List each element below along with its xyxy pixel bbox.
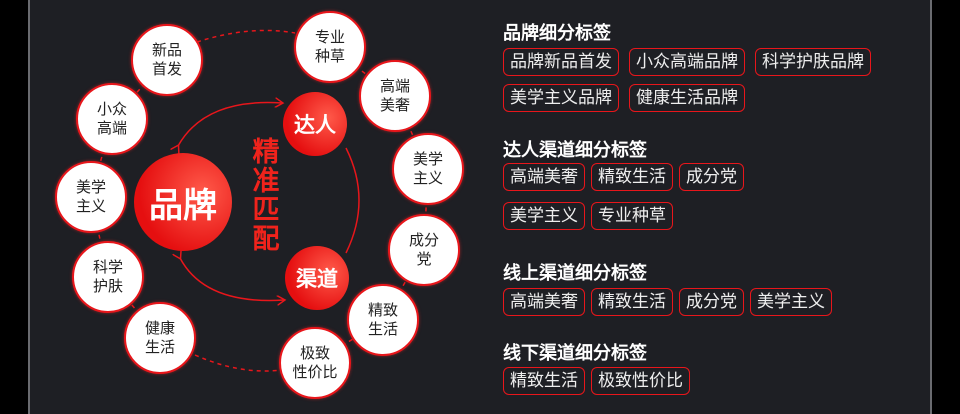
node-line: 护肤 xyxy=(92,277,123,295)
node-line: 专业 xyxy=(314,28,345,46)
tag-row: 美学主义品牌 健康生活品牌 xyxy=(503,84,745,112)
node-line: 精致 xyxy=(367,301,398,319)
tag: 极致性价比 xyxy=(591,367,690,395)
node-line: 首发 xyxy=(151,60,182,78)
node-line: 健康 xyxy=(144,319,175,337)
influencer-hub: 达人 xyxy=(283,92,347,156)
tag: 小众高端品牌 xyxy=(629,48,745,76)
tag: 科学护肤品牌 xyxy=(755,48,871,76)
brand-node-science-skincare: 科学护肤 xyxy=(72,241,144,313)
tag: 品牌新品首发 xyxy=(503,48,619,76)
tag-row: 高端美奢 精致生活 成分党 美学主义 xyxy=(503,288,832,316)
char: 准 xyxy=(252,166,280,197)
tag: 美学主义 xyxy=(503,202,585,230)
arrow-arc-top xyxy=(178,103,282,146)
tag: 精致生活 xyxy=(591,163,673,191)
node-line: 美学 xyxy=(75,178,106,196)
node-line: 高端 xyxy=(379,77,410,95)
char: 配 xyxy=(252,224,280,255)
tag: 高端美奢 xyxy=(503,288,585,316)
section-title-online: 线上渠道细分标签 xyxy=(503,263,647,284)
tag: 美学主义品牌 xyxy=(503,84,619,112)
tag: 专业种草 xyxy=(591,202,673,230)
brand-node-new-launch: 新品首发 xyxy=(131,24,203,96)
brand-node-aesthetics: 美学主义 xyxy=(55,161,127,233)
channel-node-aesthetics: 美学主义 xyxy=(392,133,464,205)
channel-node-pro-seeding: 专业种草 xyxy=(294,11,366,83)
dashed-bottom xyxy=(194,354,283,372)
tag-row: 品牌新品首发 小众高端品牌 科学护肤品牌 xyxy=(503,48,871,76)
node-line: 主义 xyxy=(412,169,443,187)
char: 匹 xyxy=(252,195,280,226)
node-line: 极致 xyxy=(299,344,330,362)
channel-node-ingredients: 成分党 xyxy=(388,214,460,286)
channel-node-refined-living: 精致生活 xyxy=(347,284,419,356)
brand-hub: 品牌 xyxy=(134,153,232,251)
section-title-brand: 品牌细分标签 xyxy=(503,23,611,44)
channel-node-value: 极致性价比 xyxy=(279,327,351,399)
node-line: 生活 xyxy=(367,320,398,338)
node-line: 主义 xyxy=(75,197,106,215)
dashed-top xyxy=(196,29,296,43)
precise-match-label: 精 准 匹 配 xyxy=(252,138,280,254)
channel-hub: 渠道 xyxy=(285,246,349,310)
section-title-offline: 线下渠道细分标签 xyxy=(503,343,647,364)
node-line: 小众 xyxy=(96,100,127,118)
section-title-influencer: 达人渠道细分标签 xyxy=(503,140,647,161)
node-line: 党 xyxy=(416,250,432,268)
tag: 美学主义 xyxy=(750,288,832,316)
node-line: 性价比 xyxy=(292,363,338,381)
tag: 精致生活 xyxy=(503,367,585,395)
tag-row: 美学主义 专业种草 xyxy=(503,202,673,230)
tag: 精致生活 xyxy=(591,288,673,316)
tag: 成分党 xyxy=(679,288,744,316)
tag-row: 高端美奢 精致生活 成分党 xyxy=(503,163,744,191)
arrow-arc-bottom xyxy=(180,258,284,300)
brand-node-healthy-living: 健康生活 xyxy=(124,302,196,374)
tag: 成分党 xyxy=(679,163,744,191)
tag: 健康生活品牌 xyxy=(629,84,745,112)
char: 精 xyxy=(252,137,280,168)
node-line: 新品 xyxy=(151,41,182,59)
tag-row: 精致生活 极致性价比 xyxy=(503,367,690,395)
node-line: 美奢 xyxy=(379,96,410,114)
node-line: 科学 xyxy=(92,258,123,276)
node-line: 美学 xyxy=(412,150,443,168)
arc-right xyxy=(345,147,360,254)
channel-node-luxury: 高端美奢 xyxy=(359,60,431,132)
node-line: 种草 xyxy=(314,47,345,65)
brand-node-niche-premium: 小众高端 xyxy=(76,83,148,155)
node-line: 生活 xyxy=(144,338,175,356)
tag: 高端美奢 xyxy=(503,163,585,191)
node-line: 成分 xyxy=(408,231,439,249)
node-line: 高端 xyxy=(96,119,127,137)
